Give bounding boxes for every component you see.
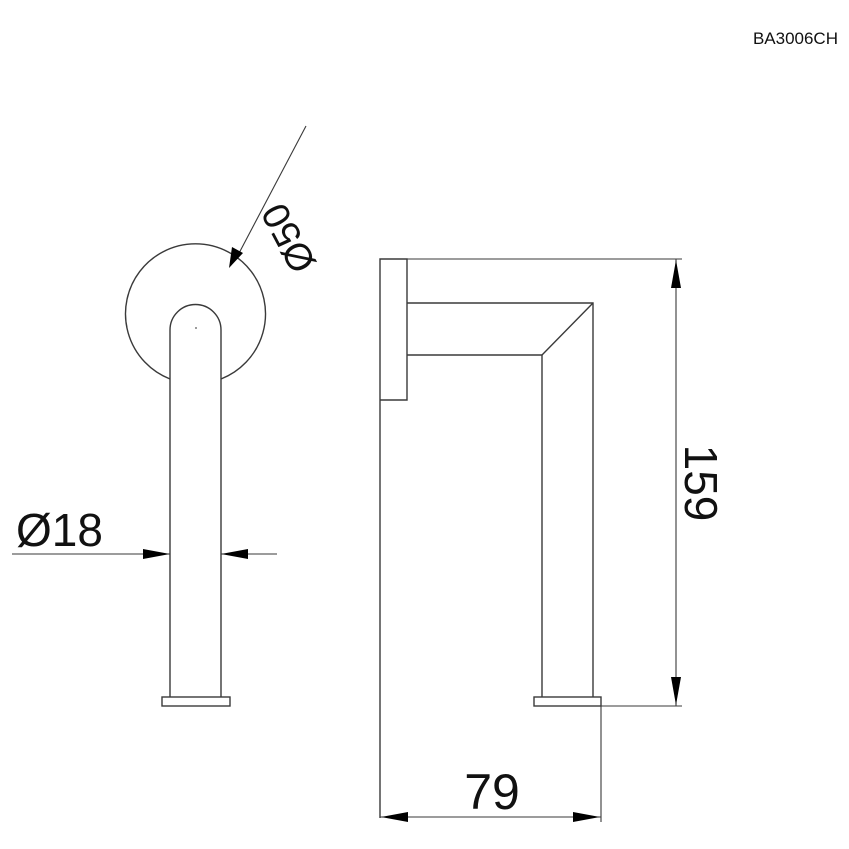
arm-outer: [407, 302, 594, 697]
projection-label: 79: [464, 764, 520, 820]
wall-plate: [379, 258, 408, 818]
arrow-right-icon: [573, 812, 600, 822]
front-foot: [161, 696, 231, 707]
tube-outline: [169, 303, 222, 697]
arm-inner: [407, 354, 543, 697]
center-point: [195, 327, 197, 329]
arrow-left-icon: [381, 812, 408, 822]
side-foot: [533, 696, 602, 707]
height-label: 159: [675, 445, 727, 522]
arrow-up-icon: [671, 260, 681, 288]
tube-diameter-label: Ø18: [16, 504, 103, 556]
leader-arrow-icon: [229, 247, 243, 268]
flange-circle: [124, 243, 267, 380]
arrow-down-icon: [671, 677, 681, 705]
arrow-left-icon: [221, 549, 248, 559]
product-code: BA3006CH: [752, 29, 838, 48]
flange-diameter-label: Ø50: [254, 196, 325, 279]
front-view: Ø50 Ø18: [12, 125, 325, 707]
arrow-right-icon: [143, 549, 170, 559]
miter-line: [541, 302, 594, 356]
side-view: 159 79: [379, 258, 727, 822]
flange-leader-line: [236, 125, 307, 258]
